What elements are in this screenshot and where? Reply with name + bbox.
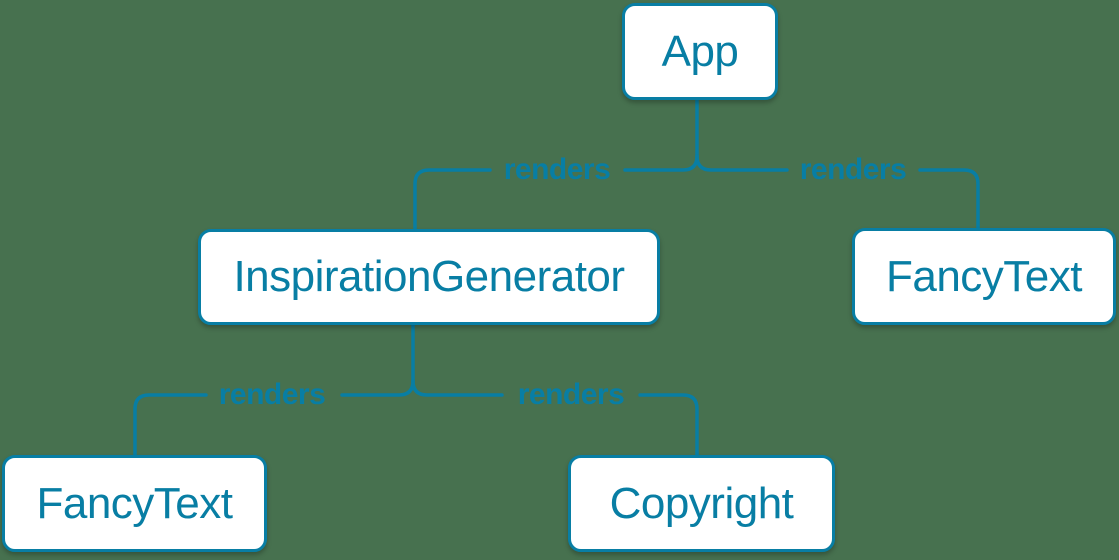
edge-ig-fancytext-segment-a: [340, 379, 415, 397]
edge-app-ig-segment-b: [413, 168, 492, 231]
node-fancy-text-top-label: FancyText: [885, 251, 1083, 301]
node-app-label: App: [661, 26, 739, 76]
edge-inspirationgenerator-copyright: [411, 379, 699, 457]
edge-app-ig-segment-a: [623, 154, 699, 172]
node-fancy-text-top: FancyText: [852, 228, 1116, 325]
edge-ig-fancytext-segment-b: [133, 393, 208, 457]
edge-label-app-fancytext: renders: [799, 153, 907, 186]
node-inspiration-generator: InspirationGenerator: [198, 229, 660, 325]
edge-ig-copyright-segment-b: [638, 393, 699, 457]
edge-label-app-inspirationgenerator: renders: [503, 153, 611, 186]
edge-app-fancytext-segment-b: [918, 168, 980, 230]
edge-label-inspirationgenerator-fancytext: renders: [218, 378, 326, 411]
edge-app-fancytext-segment-a: [695, 154, 789, 172]
node-app: App: [622, 3, 778, 100]
node-inspiration-generator-label: InspirationGenerator: [233, 252, 625, 301]
node-fancy-text-bottom-label: FancyText: [36, 478, 233, 528]
node-copyright: Copyright: [568, 455, 835, 552]
node-copyright-label: Copyright: [609, 478, 794, 528]
node-fancy-text-bottom: FancyText: [2, 455, 267, 552]
edge-label-inspirationgenerator-copyright: renders: [517, 378, 625, 411]
edge-app-fancytext: [695, 154, 980, 230]
edge-ig-copyright-segment-a: [411, 379, 504, 397]
